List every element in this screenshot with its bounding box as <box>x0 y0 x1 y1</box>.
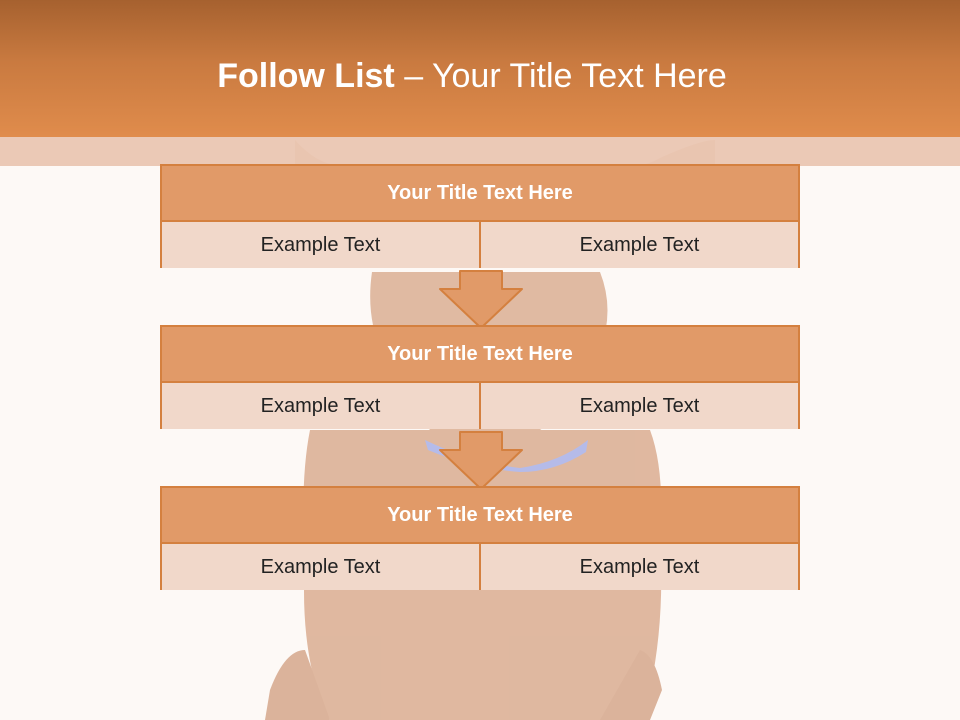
block-row: Example Text Example Text <box>162 222 798 268</box>
down-arrow-icon <box>439 270 523 329</box>
flow-block-1: Your Title Text Here Example Text Exampl… <box>160 164 800 268</box>
block-cell-right: Example Text <box>479 222 798 268</box>
block-cell-left: Example Text <box>162 544 479 590</box>
block-title: Your Title Text Here <box>162 327 798 383</box>
slide-title: Follow List – Your Title Text Here <box>0 54 944 98</box>
block-cell-right: Example Text <box>479 383 798 429</box>
flow-block-3: Your Title Text Here Example Text Exampl… <box>160 486 800 590</box>
block-title: Your Title Text Here <box>162 166 798 222</box>
block-cell-left: Example Text <box>162 222 479 268</box>
block-cell-left: Example Text <box>162 383 479 429</box>
block-title: Your Title Text Here <box>162 488 798 544</box>
slide-title-strong: Follow List <box>217 57 395 95</box>
slide-title-rest: – Your Title Text Here <box>394 57 727 95</box>
down-arrow-icon <box>439 431 523 490</box>
block-row: Example Text Example Text <box>162 544 798 590</box>
flow-block-2: Your Title Text Here Example Text Exampl… <box>160 325 800 429</box>
header-band <box>0 137 960 166</box>
block-cell-right: Example Text <box>479 544 798 590</box>
block-row: Example Text Example Text <box>162 383 798 429</box>
header-bar <box>0 0 960 137</box>
